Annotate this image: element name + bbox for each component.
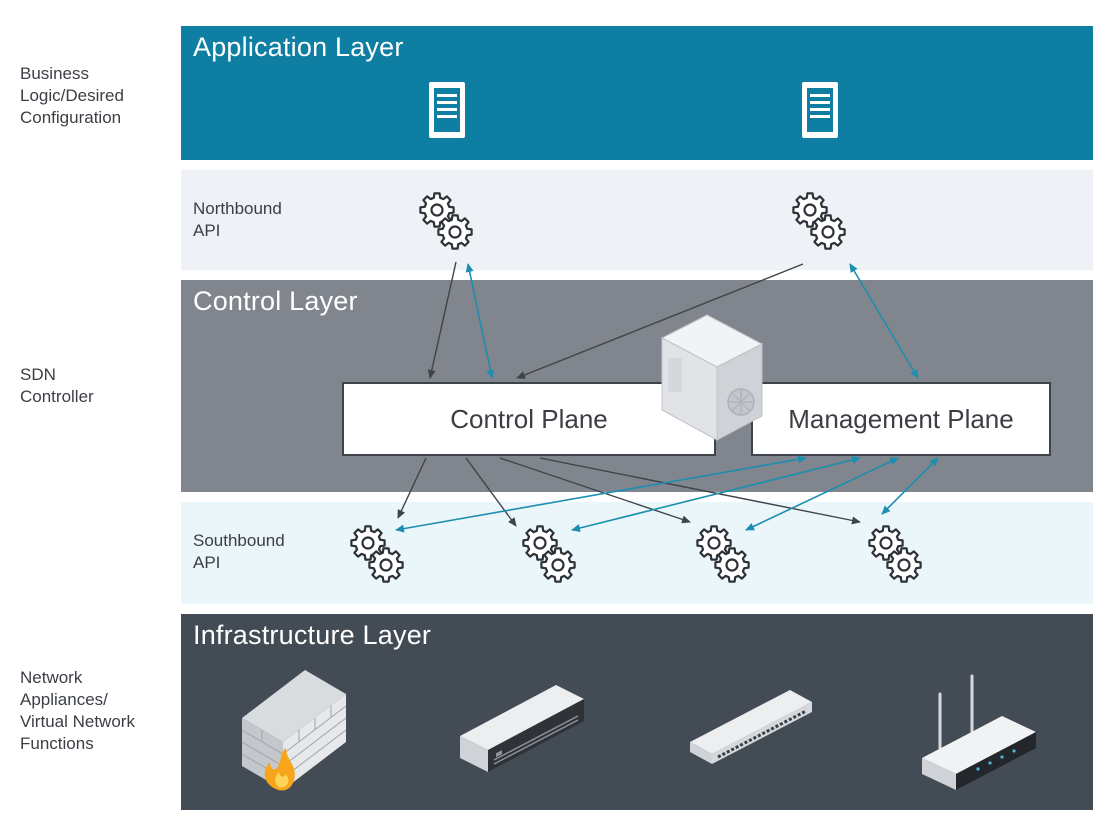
application-layer-title: Application Layer (193, 32, 404, 62)
application-layer: Application Layer (181, 26, 1093, 160)
gears-icon (697, 526, 748, 581)
arrow-control-to-sb4 (539, 457, 861, 525)
network-switch-icon (460, 685, 584, 772)
control-plane-box: Control Plane (342, 382, 716, 456)
sdn-controller-label: SDN Controller (20, 365, 94, 406)
management-plane-box: Management Plane (751, 382, 1051, 456)
arrow-control-to-sb1 (397, 457, 427, 519)
gears-icon (351, 526, 402, 581)
server-tower-icon (660, 314, 764, 441)
business-logic-label: Business Logic/Desired Configuration (20, 64, 124, 127)
network-switch-icon (690, 690, 812, 764)
document-icon (802, 82, 838, 138)
southbound-api-label: Southbound API (193, 531, 285, 572)
arrow-nb1-to-control (427, 261, 457, 379)
firewall-icon (241, 670, 347, 791)
document-icon (429, 82, 465, 138)
infrastructure-layer-title: Infrastructure Layer (193, 620, 432, 650)
control-layer-title: Control Layer (193, 286, 358, 316)
network-appliances-label: Network Appliances/ Virtual Network Func… (20, 668, 135, 753)
arrow-nb2-mgmt-bidir (849, 263, 919, 379)
northbound-api-label: Northbound API (193, 199, 282, 240)
arrow-nb1-control-bidir (465, 263, 495, 379)
gears-icon (420, 193, 471, 248)
gears-icon (869, 526, 920, 581)
arrow-sb4-mgmt-bidir (881, 457, 939, 515)
management-plane-label: Management Plane (788, 403, 1014, 434)
gears-icon (523, 526, 574, 581)
arrow-nb2-to-control (516, 263, 804, 379)
arrow-control-to-sb3 (499, 457, 691, 524)
northbound-api-band: Northbound API (181, 170, 1093, 270)
wireless-router-icon (922, 674, 1036, 790)
control-plane-label: Control Plane (450, 403, 608, 434)
arrow-sb2-mgmt-bidir (571, 456, 861, 532)
arrow-sb1-mgmt-bidir (395, 455, 807, 533)
arrow-sb3-mgmt-bidir (745, 457, 899, 531)
gears-icon (793, 193, 844, 248)
